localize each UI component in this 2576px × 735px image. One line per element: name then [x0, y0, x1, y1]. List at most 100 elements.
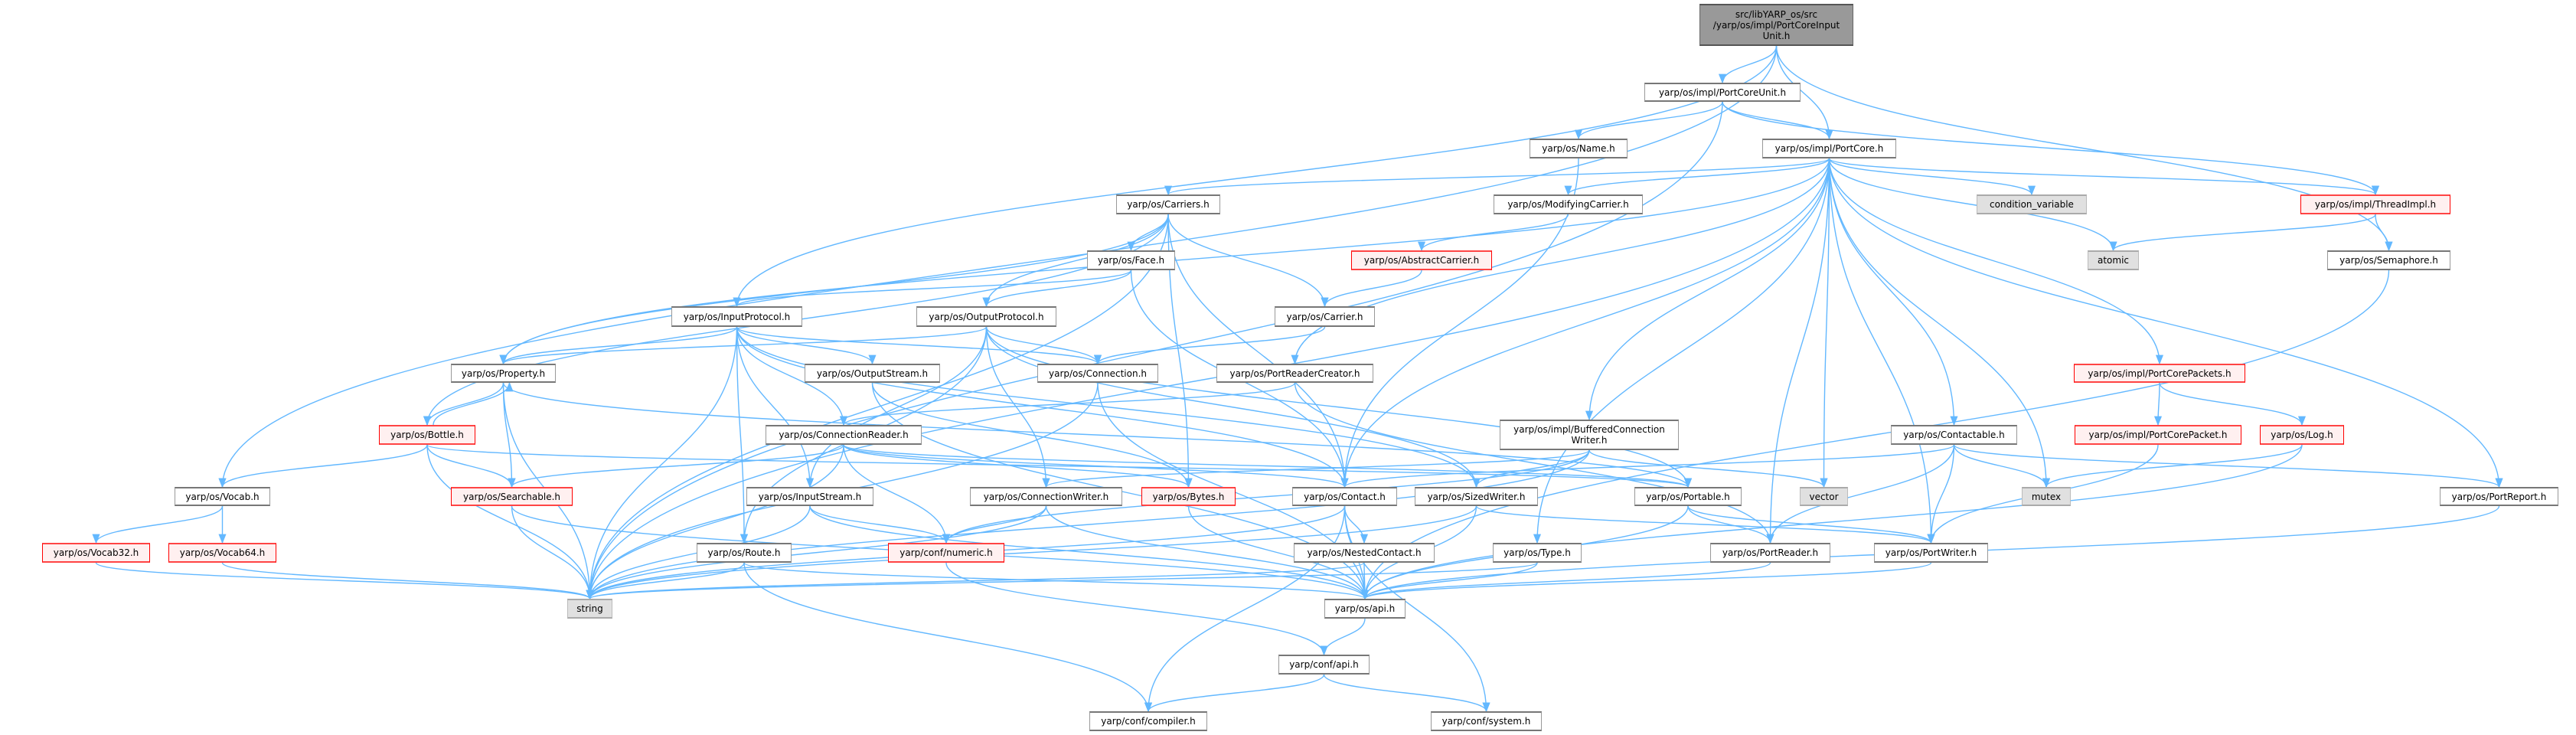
node-compiler[interactable]: yarp/conf/compiler.h [1089, 711, 1207, 731]
node-name[interactable]: yarp/os/Name.h [1530, 139, 1628, 158]
node-bufferedcw[interactable]: yarp/os/impl/BufferedConnection Writer.h [1500, 420, 1679, 450]
edge-bottle-to-string [426, 444, 594, 600]
edge-outputprotocol-to-inputstream [805, 326, 988, 488]
edge-portcoreunit-to-portcore [1722, 101, 1833, 140]
node-portcorepackets[interactable]: yarp/os/impl/PortCorePackets.h [2074, 364, 2245, 383]
edge-portwriter-to-osapi [1361, 562, 1932, 600]
edge-log-to-osapi [1361, 444, 2303, 600]
node-contact[interactable]: yarp/os/Contact.h [1292, 487, 1397, 506]
edge-vocab32-to-string [95, 562, 594, 600]
edge-portcore-to-mutex [1828, 158, 2051, 488]
edge-connectionwriter-to-osapi [1045, 505, 1369, 600]
edge-portcoreunit-to-name [1575, 101, 1723, 140]
edge-carriers-to-property [499, 214, 1169, 365]
edge-portcore-to-threadimpl [1828, 158, 2379, 196]
node-connectionreader[interactable]: yarp/os/ConnectionReader.h [766, 425, 922, 445]
node-vocab64[interactable]: yarp/os/Vocab64.h [168, 543, 276, 563]
node-log[interactable]: yarp/os/Log.h [2260, 425, 2344, 445]
edge-connectionreader-to-searchable [508, 444, 844, 488]
edge-vocab64-to-string [221, 562, 594, 600]
node-sizedwriter[interactable]: yarp/os/SizedWriter.h [1415, 487, 1538, 506]
node-inputprotocol[interactable]: yarp/os/InputProtocol.h [671, 306, 802, 327]
edge-portreadercreator-to-connectionreader [840, 382, 1296, 426]
node-portreader[interactable]: yarp/os/PortReader.h [1710, 543, 1830, 563]
edge-root-to-portcoreunit [1718, 45, 1778, 84]
node-portcorepacket[interactable]: yarp/os/impl/PortCorePacket.h [2075, 425, 2241, 445]
node-bottle[interactable]: yarp/os/Bottle.h [379, 425, 475, 445]
node-confapi[interactable]: yarp/conf/api.h [1278, 655, 1370, 675]
node-type[interactable]: yarp/os/Type.h [1493, 543, 1582, 563]
edge-inputprotocol-to-route [736, 326, 749, 544]
node-osapi[interactable]: yarp/os/api.h [1324, 599, 1406, 619]
node-bytes[interactable]: yarp/os/Bytes.h [1141, 487, 1236, 506]
node-portcore[interactable]: yarp/os/impl/PortCore.h [1762, 139, 1896, 158]
node-portcoreunit[interactable]: yarp/os/impl/PortCoreUnit.h [1644, 83, 1801, 102]
edge-portcore-to-modifyingcarrier [1564, 158, 1830, 196]
node-threadimpl[interactable]: yarp/os/impl/ThreadImpl.h [2300, 194, 2450, 214]
edge-portcore-to-vector [1820, 158, 1830, 488]
node-searchable[interactable]: yarp/os/Searchable.h [451, 487, 573, 506]
node-outputprotocol[interactable]: yarp/os/OutputProtocol.h [916, 306, 1056, 327]
node-contactable[interactable]: yarp/os/Contactable.h [1891, 425, 2017, 445]
edge-searchable-to-string [511, 505, 594, 600]
edge-portcorepackets-to-portcorepacket [2153, 382, 2163, 426]
edge-inputprotocol-to-contact [736, 326, 1349, 488]
node-connection[interactable]: yarp/os/Connection.h [1037, 364, 1158, 383]
node-property[interactable]: yarp/os/Property.h [451, 364, 556, 383]
node-carriers[interactable]: yarp/os/Carriers.h [1116, 194, 1220, 214]
node-outputstream[interactable]: yarp/os/OutputStream.h [805, 364, 940, 383]
node-vocab[interactable]: yarp/os/Vocab.h [175, 487, 270, 506]
node-portwriter[interactable]: yarp/os/PortWriter.h [1874, 543, 1988, 563]
edge-vocab-to-vocab32 [92, 505, 224, 544]
node-system[interactable]: yarp/conf/system.h [1431, 711, 1542, 731]
edge-inputprotocol-to-property [499, 326, 738, 365]
node-connectionwriter[interactable]: yarp/os/ConnectionWriter.h [970, 487, 1122, 506]
edge-connectionreader-to-string [586, 444, 844, 600]
edge-portcore-to-portwriter [1828, 158, 1935, 544]
edge-threadimpl-to-atomic [2109, 214, 2376, 252]
edge-inputprotocol-to-connection [736, 326, 1102, 365]
edge-portable-to-portwriter [1687, 505, 1935, 544]
edge-carriers-to-outputprotocol [982, 214, 1169, 308]
edge-name-to-contact [1340, 158, 1579, 488]
node-route[interactable]: yarp/os/Route.h [697, 543, 792, 563]
node-vector: vector [1800, 487, 1848, 506]
edge-confapi-to-system [1323, 674, 1490, 713]
node-numeric[interactable]: yarp/conf/numeric.h [888, 543, 1004, 563]
edge-nestedcontact-to-string [586, 562, 1365, 600]
edge-portcore-to-type [1533, 158, 1830, 544]
node-modifyingcarrier[interactable]: yarp/os/ModifyingCarrier.h [1494, 194, 1643, 214]
edge-contactable-to-portreader [1766, 444, 1955, 544]
edge-portcore-to-portcorepackets [1828, 158, 2164, 365]
node-vocab32[interactable]: yarp/os/Vocab32.h [42, 543, 150, 563]
edge-route-to-compiler [743, 562, 1152, 713]
edge-connectionwriter-to-numeric [942, 505, 1047, 544]
edge-portcore-to-condvar [1828, 158, 2036, 196]
edge-portcore-to-atomic [1828, 158, 2117, 252]
edge-contactable-to-portreport [1953, 444, 2503, 488]
node-string: string [567, 599, 612, 619]
edge-inputprotocol-to-outputstream [736, 326, 877, 365]
node-inputstream[interactable]: yarp/os/InputStream.h [746, 487, 873, 506]
edge-modifyingcarrier-to-abstractcarrier [1418, 214, 1569, 252]
node-abstractcarrier[interactable]: yarp/os/AbstractCarrier.h [1351, 250, 1492, 270]
edge-bottle-to-portable [426, 444, 1692, 488]
edge-inputstream-to-numeric [809, 505, 950, 544]
edge-outputprotocol-to-connection [985, 326, 1102, 365]
edge-bufferedcw-to-connectionwriter [1042, 449, 1590, 488]
node-face[interactable]: yarp/os/Face.h [1087, 250, 1175, 270]
edge-portcore-to-carriers [1164, 158, 1830, 196]
edge-face-to-inputprotocol [733, 270, 1132, 308]
node-portreadercreator[interactable]: yarp/os/PortReaderCreator.h [1216, 364, 1373, 383]
node-carrier[interactable]: yarp/os/Carrier.h [1275, 306, 1375, 327]
edge-contactable-to-mutex [1953, 444, 2050, 488]
edge-threadimpl-to-semaphore [2375, 214, 2393, 252]
edge-outputprotocol-to-property [499, 326, 988, 365]
node-portreport[interactable]: yarp/os/PortReport.h [2440, 487, 2558, 506]
edge-connectionreader-to-portable [843, 444, 1692, 488]
node-nestedcontact[interactable]: yarp/os/NestedContact.h [1294, 543, 1435, 563]
node-portable[interactable]: yarp/os/Portable.h [1634, 487, 1742, 506]
edge-portcorepackets-to-log [2159, 382, 2306, 426]
node-semaphore[interactable]: yarp/os/Semaphore.h [2327, 250, 2450, 270]
node-mutex: mutex [2022, 487, 2071, 506]
